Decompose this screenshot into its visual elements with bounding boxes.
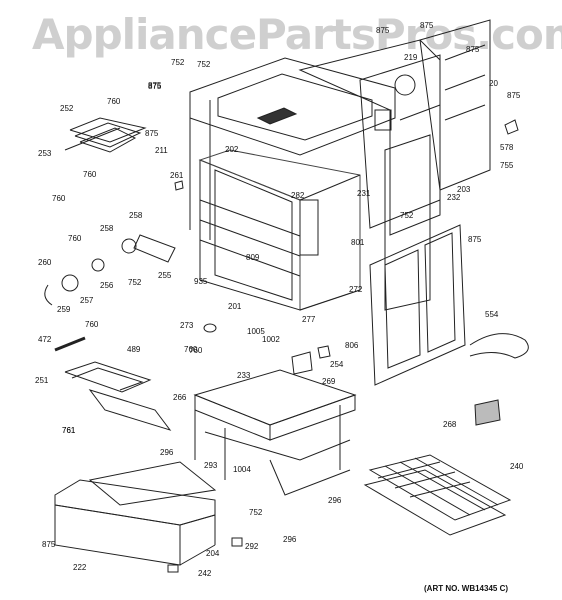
oven-rack: [363, 454, 512, 536]
power-cord: [469, 333, 529, 359]
callout-258: 258: [100, 224, 114, 233]
storage-drawer: [54, 461, 243, 573]
callout-253: 253: [38, 149, 52, 158]
callout-875: 875: [148, 81, 162, 90]
callout-202: 202: [225, 145, 239, 154]
callout-242: 242: [198, 569, 212, 578]
callout-875: 875: [468, 235, 482, 244]
callout-760: 760: [83, 170, 97, 179]
callout-282: 282: [291, 191, 305, 200]
callout-20: 20: [489, 79, 498, 88]
callout-240: 240: [510, 462, 524, 471]
callout-760: 760: [52, 194, 66, 203]
callout-252: 252: [60, 104, 74, 113]
callout-760: 760: [68, 234, 82, 243]
cabinet-top-frame: [189, 57, 396, 240]
callout-272: 272: [349, 285, 363, 294]
small-parts: [174, 119, 519, 426]
callout-554: 554: [485, 310, 499, 319]
callout-1005: 1005: [247, 327, 265, 336]
light-assembly: [44, 234, 176, 306]
callout-1002: 1002: [262, 335, 280, 344]
callout-875: 875: [145, 129, 159, 138]
art-number: (ART NO. WB14345 C): [424, 584, 509, 593]
callout-204: 204: [206, 549, 220, 558]
callout-760: 760: [107, 97, 121, 106]
callout-256: 256: [100, 281, 114, 290]
callout-935: 935: [194, 277, 208, 286]
callout-254: 254: [330, 360, 344, 369]
callout-268: 268: [443, 420, 457, 429]
callout-806: 806: [345, 341, 359, 350]
callout-875: 875: [420, 21, 434, 30]
callout-752: 752: [400, 211, 414, 220]
callout-259: 259: [57, 305, 71, 314]
callout-875: 875: [507, 91, 521, 100]
callout-752: 752: [197, 60, 211, 69]
broil-element: [64, 117, 147, 153]
callout-296: 296: [328, 496, 342, 505]
right-side-panel: [384, 19, 491, 311]
callout-761: 761: [62, 426, 76, 435]
callout-752: 752: [171, 58, 185, 67]
watermark-text: AppliancePartsPros.com: [32, 10, 562, 59]
drawer-support: [193, 369, 357, 496]
callout-875: 875: [466, 45, 480, 54]
callout-232: 232: [447, 193, 461, 202]
callout-296: 296: [283, 535, 297, 544]
callout-251: 251: [35, 376, 49, 385]
callout-809: 809: [246, 253, 260, 262]
callout-293: 293: [204, 461, 218, 470]
callout-760: 760: [85, 320, 99, 329]
callout-801: 801: [351, 238, 365, 247]
callout-752: 752: [128, 278, 142, 287]
callout-875: 875: [376, 26, 390, 35]
callout-257: 257: [80, 296, 94, 305]
callout-273: 273: [180, 321, 194, 330]
callout-760: 760: [184, 345, 198, 354]
callout-211: 211: [155, 146, 168, 155]
callout-231: 231: [357, 189, 371, 198]
bake-element: [54, 336, 172, 431]
callout-258: 258: [129, 211, 143, 220]
callout-labels: 875 875 219 875 20 875 578 755 203 752 875 211 252 76…: [35, 21, 524, 578]
callout-219: 219: [404, 53, 418, 62]
callout-269: 269: [322, 377, 336, 386]
callout-296: 296: [160, 448, 174, 457]
callout-255: 255: [158, 271, 172, 280]
callout-222: 222: [73, 563, 87, 572]
callout-277: 277: [302, 315, 316, 324]
side-panel-221: [369, 224, 466, 386]
callout-755: 755: [500, 161, 514, 170]
callout-875: 875: [148, 82, 162, 91]
callout-761: 761: [62, 426, 76, 435]
callout-489: 489: [127, 345, 141, 354]
callout-760: 760: [189, 346, 203, 355]
callout-472: 472: [38, 335, 52, 344]
back-panel: [298, 39, 441, 236]
callout-292: 292: [245, 542, 259, 551]
callout-260: 260: [38, 258, 52, 267]
callout-201: 201: [228, 302, 242, 311]
callout-752: 752: [249, 508, 263, 517]
oven-liner: [198, 149, 361, 311]
callout-266: 266: [173, 393, 187, 402]
callout-1004: 1004: [233, 465, 251, 474]
callout-261: 261: [170, 171, 184, 180]
callout-203: 203: [457, 185, 471, 194]
callout-578: 578: [500, 143, 514, 152]
callout-233: 233: [237, 371, 251, 380]
callout-875: 875: [42, 540, 56, 549]
